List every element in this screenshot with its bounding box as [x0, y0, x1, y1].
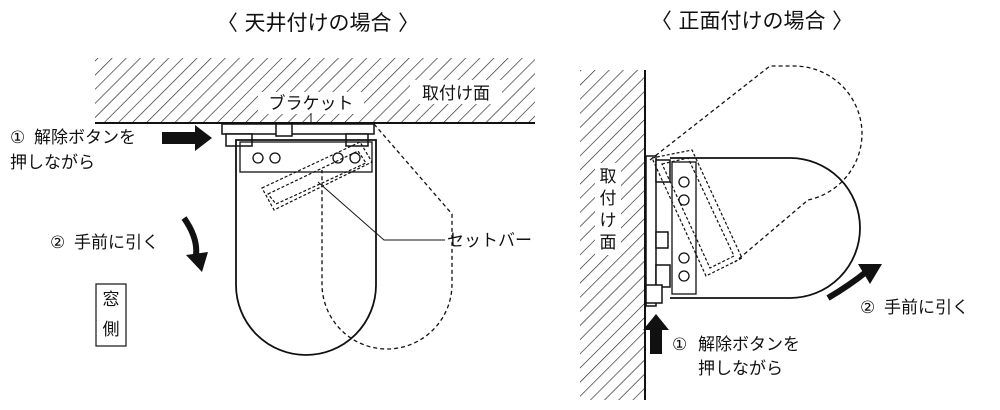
wall-step1-number: ①	[672, 335, 687, 355]
ceiling-mount-panel: 〈 天井付けの場合 〉 取付け面 ブラケット	[10, 11, 535, 356]
surface-label-bg	[410, 80, 502, 104]
wall-mount-panel: 〈 正面付けの場合 〉 取 付 け 面	[580, 9, 969, 400]
wall-pull-forward-step: ② 手前に引く	[826, 264, 969, 318]
wall-device-inner-frame	[671, 161, 697, 295]
wall-mount-title: 〈 正面付けの場合 〉	[651, 9, 853, 33]
push-right-arrow-icon	[162, 125, 212, 151]
wall-label-bg	[595, 163, 621, 255]
mounting-surface-label: 取付け面	[422, 84, 490, 104]
set-bar-leader-line	[317, 181, 445, 241]
bracket-label: ブラケット	[269, 93, 354, 114]
wall-bracket	[645, 155, 671, 307]
wall-step2-number: ②	[860, 298, 875, 318]
push-up-arrow-icon	[643, 314, 669, 354]
wall-label-char1: 取	[600, 167, 617, 187]
wall-step1-text-line2: 押しながら	[698, 359, 783, 379]
pull-curved-arrow-icon	[186, 252, 208, 272]
step2-number: ②	[50, 233, 65, 253]
wall-mounting-surface-label: 取 付 け 面	[600, 167, 617, 253]
wall-pull-arrow-icon	[858, 264, 882, 284]
window-side-char2: 側	[103, 320, 120, 340]
window-side-box: 窓 側	[95, 283, 127, 347]
wall-label-char2: 付	[600, 189, 617, 209]
wall-release-button-step: ① 解除ボタンを 押しながら	[643, 314, 800, 379]
set-bar	[261, 141, 373, 211]
step1-number: ①	[10, 128, 25, 148]
wall-device-pulled-outline	[649, 65, 863, 263]
wall-device-body	[670, 157, 861, 299]
bracket	[221, 123, 375, 147]
wall-set-bar	[651, 149, 743, 277]
step1-text-line1: 解除ボタンを	[34, 128, 136, 148]
wall-step1-text-line1: 解除ボタンを	[698, 335, 800, 355]
bracket-label-bg	[258, 92, 364, 114]
device-body	[235, 139, 377, 356]
step1-text-line2: 押しながら	[10, 153, 95, 173]
wall-label-char4: 面	[600, 233, 617, 253]
pull-forward-step: ② 手前に引く	[50, 216, 208, 272]
wall-pull-arrow-shaft	[826, 269, 868, 301]
wall-step2-text: 手前に引く	[884, 298, 969, 318]
step2-text: 手前に引く	[74, 233, 159, 253]
window-side-char1: 窓	[103, 290, 120, 310]
device-pulled-outline	[321, 123, 453, 350]
release-button-step: ① 解除ボタンを 押しながら	[10, 125, 212, 173]
ceiling-mount-title: 〈 天井付けの場合 〉	[217, 11, 419, 35]
wall-label-char3: け	[600, 211, 617, 231]
set-bar-label: セットバー	[447, 231, 532, 251]
pull-curved-arrow-shaft	[181, 216, 200, 256]
